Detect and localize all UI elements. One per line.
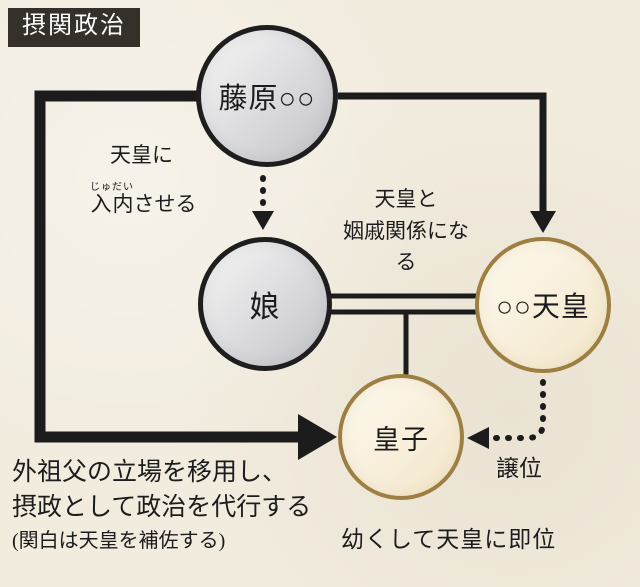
nyudai-line1: 天皇に [110, 143, 173, 167]
node-prince: 皇子 [338, 374, 464, 500]
joi-annotation: 譲位 [496, 456, 542, 481]
arrow-fujiwara-to-daughter-head [252, 211, 274, 230]
arrow-fujiwara-to-prince-head [298, 414, 337, 460]
nyudai-annotation: 天皇に 入内じゅだいさせる [90, 140, 197, 220]
nyudai-ruby: 入内じゅだい [90, 182, 134, 217]
title-badge-label: 摂関政治 [22, 13, 126, 39]
nyudai-line2: 入内じゅだいさせる [90, 182, 197, 219]
sokui-annotation: 幼くして天皇に即位 [341, 527, 557, 552]
inseki-line1: 天皇と [374, 187, 438, 211]
nyudai-kanji: 入内 [90, 192, 134, 217]
node-fujiwara: 藤原○○ [196, 25, 338, 167]
node-daughter-label: 娘 [249, 291, 281, 324]
regent-line3: (関白は天皇を補佐する) [12, 530, 226, 552]
inseki-line2: 姻戚関係になる [343, 218, 469, 275]
arrow-emperor-to-prince-line [485, 379, 546, 441]
regent-line2: 摂政として政治を代行する [12, 493, 312, 521]
regent-annotation: 外祖父の立場を移用し、 摂政として政治を代行する (関白は天皇を補佐する) [12, 456, 311, 556]
node-daughter: 娘 [198, 237, 332, 371]
node-emperor-label: ○○天皇 [496, 292, 590, 323]
arrow-emperor-to-prince-head [467, 427, 489, 449]
node-prince-label: 皇子 [373, 424, 429, 455]
node-emperor: ○○天皇 [475, 237, 611, 373]
arrow-fujiwara-to-prince-line [34, 90, 300, 443]
nyudai-suffix: させる [133, 192, 197, 217]
arrow-fujiwara-to-emperor-head [530, 211, 556, 233]
title-badge: 摂関政治 [8, 8, 140, 47]
regent-line1: 外祖父の立場を移用し、 [12, 459, 288, 486]
inseki-annotation: 天皇と 姻戚関係になる [334, 184, 478, 279]
arrow-fujiwara-to-emperor-line [338, 92, 547, 214]
node-fujiwara-label: 藤原○○ [218, 83, 316, 115]
nyudai-furigana: じゅだい [90, 182, 134, 194]
